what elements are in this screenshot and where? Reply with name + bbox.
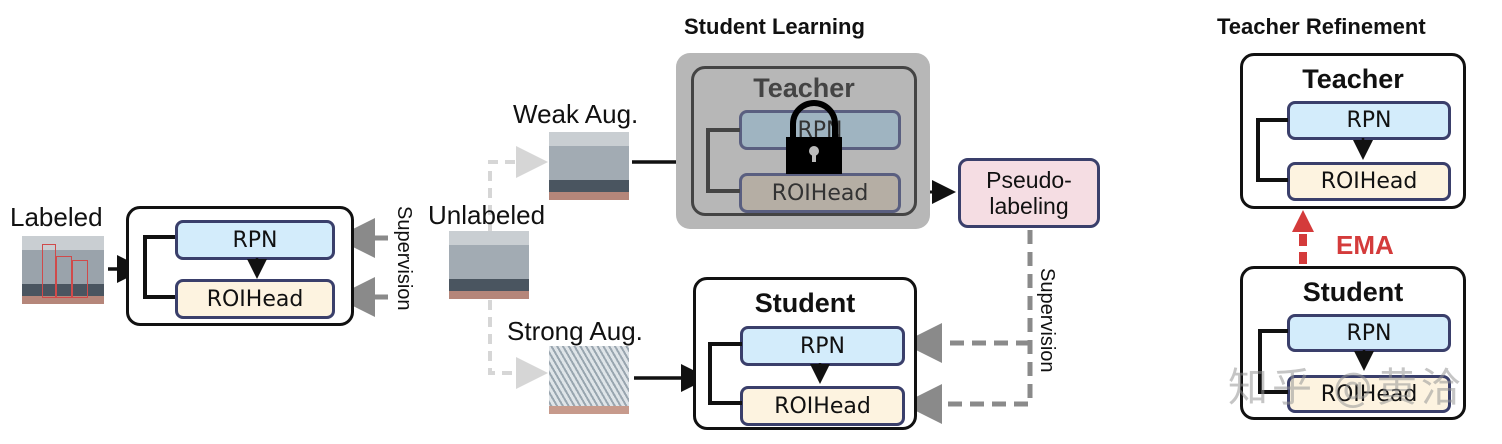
ema-arrowhead: [1292, 210, 1314, 232]
refine-student-roihead-block: ROIHead: [1287, 375, 1451, 413]
refine-teacher-rpn-block: RPN: [1287, 101, 1451, 140]
refine-teacher-title: Teacher: [1302, 64, 1404, 94]
student-title: Student: [754, 288, 856, 318]
student-learning-title: Student Learning: [684, 14, 865, 39]
refine-teacher-roihead-block: ROIHead: [1287, 162, 1451, 201]
watermark: 知乎 @黄洽: [1228, 365, 1465, 411]
refine-teacher-box: Teacher RPN ROIHead: [1240, 53, 1466, 209]
ema-label: EMA: [1336, 230, 1394, 260]
student-rpn-block: RPN: [740, 326, 905, 366]
bbox: [56, 256, 72, 298]
weak-aug-image: [549, 132, 629, 200]
labeled-label: Labeled: [10, 202, 103, 232]
unlabeled-label: Unlabeled: [428, 200, 546, 230]
bbox: [72, 260, 88, 298]
weak-aug-label: Weak Aug.: [513, 99, 639, 129]
bbox: [42, 244, 56, 298]
strong-aug-label: Strong Aug.: [507, 316, 643, 346]
pretrain-roihead-block: ROIHead: [175, 279, 335, 319]
supervision-right-label: Supervision: [1036, 268, 1058, 373]
frozen-roihead-block: ROIHead: [739, 173, 901, 213]
frozen-rpn-block: RPN: [739, 110, 901, 150]
frozen-teacher-box: Teacher RPN ROIHead: [691, 66, 917, 216]
refine-student-title: Student: [1302, 277, 1404, 307]
strong-aug-image: [549, 346, 629, 414]
refine-student-rpn-block: RPN: [1287, 314, 1451, 352]
teacher-refinement-title: Teacher Refinement: [1217, 14, 1426, 39]
frozen-teacher-title: Teacher: [753, 73, 855, 103]
pretrain-model-box: RPN ROIHead: [126, 206, 354, 326]
pseudo-to-student-dash: [902, 230, 1033, 424]
pseudo-labeling-block: Pseudo- labeling: [958, 158, 1100, 228]
unlabeled-image: [449, 231, 529, 299]
student-box: Student RPN ROIHead: [693, 277, 917, 430]
supervision-left-label: Supervision: [393, 206, 415, 311]
student-roihead-block: ROIHead: [740, 386, 905, 426]
unlabeled-to-strong-dash: [488, 300, 548, 389]
pretrain-rpn-block: RPN: [175, 220, 335, 260]
unlabeled-to-weak-dash: [488, 146, 548, 232]
labeled-image: [22, 236, 104, 304]
